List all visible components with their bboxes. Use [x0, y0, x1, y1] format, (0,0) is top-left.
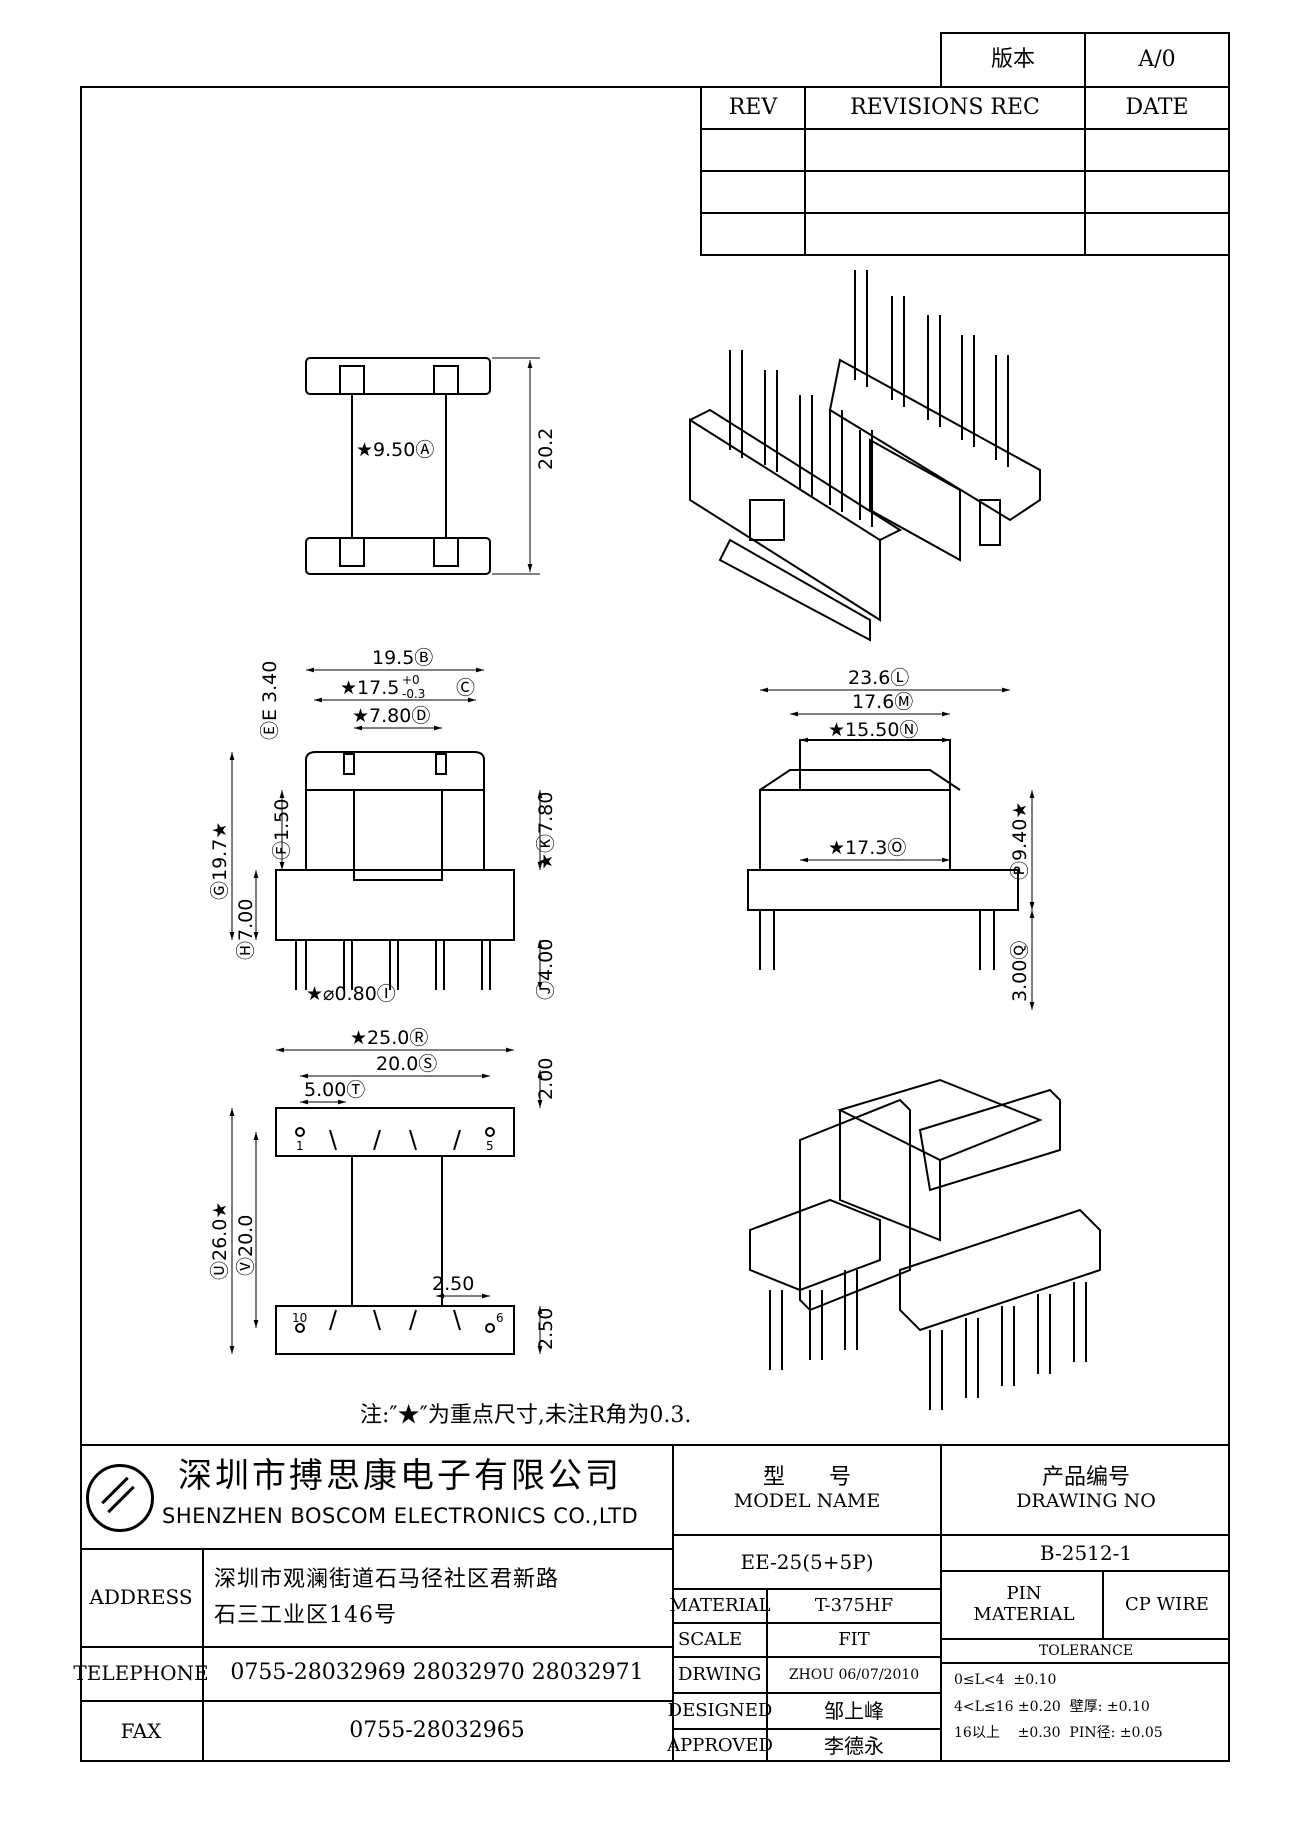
dim-2-00: 2.00 [535, 1058, 557, 1100]
dim-a: ★9.50Ⓐ [356, 439, 434, 461]
dim-l: 23.6Ⓛ [848, 667, 909, 689]
pin-5-label: 5 [486, 1139, 494, 1153]
front-view [229, 667, 543, 990]
dim-s: 20.0Ⓢ [376, 1053, 437, 1075]
pin-10-label: 10 [292, 1311, 307, 1325]
rev-header: REV [702, 88, 806, 130]
dim-i: ★⌀0.80Ⓘ [306, 983, 396, 1005]
dim-t: 5.00Ⓣ [304, 1079, 365, 1101]
material-label: MATERIAL [669, 1594, 771, 1616]
revisions-rec-header: REVISIONS REC [806, 88, 1086, 130]
date-header: DATE [1086, 88, 1228, 130]
approved-label: APPROVED [667, 1734, 773, 1756]
version-value: A/0 [1138, 47, 1176, 73]
dim-j: Ⓙ4.00 [535, 939, 557, 1000]
company-name-en: SHENZHEN BOSCOM ELECTRONICS CO.,LTD [162, 1504, 639, 1528]
address-line2: 石三工业区146号 [214, 1603, 397, 1628]
company-name-cn: 深圳市搏思康电子有限公司 [178, 1456, 622, 1496]
pin-1-label: 1 [296, 1139, 304, 1153]
tolerance-label: TOLERANCE [1038, 1642, 1134, 1659]
drawing-no-label: 产品编号 DRAWING NO [942, 1444, 1230, 1534]
drwing-label: DRWING [678, 1663, 762, 1685]
company-logo [86, 1464, 154, 1532]
dim-h: Ⓗ7.00 [235, 899, 257, 960]
dim-d: ★7.80Ⓓ [352, 705, 430, 727]
designed-value: 邹上峰 [824, 1698, 884, 1723]
dim-e: ⒺE 3.40 [259, 661, 281, 740]
model-label-cn: 型 号 [762, 1465, 851, 1491]
dim-c: ★17.5 [340, 677, 399, 699]
address-label: ADDRESS [89, 1584, 193, 1609]
revision-rows [702, 130, 1228, 254]
dim-n: ★15.50Ⓝ [828, 719, 918, 741]
dim-g: Ⓖ19.7★ [209, 822, 231, 900]
dim-c-tol-up: +0 [402, 673, 420, 687]
pin-material-value: CP WIRE [1125, 1593, 1209, 1615]
side-view [747, 687, 1035, 1010]
model-value: EE-25(5+5P) [740, 1549, 874, 1574]
dim-v: Ⓥ20.0 [235, 1215, 257, 1276]
material-value: T-375HF [814, 1594, 894, 1616]
pin-material-label: PIN MATERIAL [973, 1583, 1075, 1625]
title-block: 深圳市搏思康电子有限公司 SHENZHEN BOSCOM ELECTRONICS… [73, 1444, 1230, 1762]
fax-label: FAX [120, 1718, 162, 1743]
revision-table: REV REVISIONS REC DATE [700, 86, 1230, 256]
dim-u: Ⓤ26.0★ [209, 1202, 231, 1280]
drawing-no-label-cn: 产品编号 [1041, 1465, 1130, 1491]
telephone-value: 0755-28032969 28032970 28032971 [230, 1660, 644, 1686]
bottom-view [229, 1047, 543, 1355]
dim-p: Ⓟ9.40★ [1009, 802, 1031, 880]
dim-2-50-h: 2.50 [432, 1273, 474, 1295]
model-label: 型 号 MODEL NAME [674, 1444, 940, 1534]
drawing-frame [80, 86, 1230, 1762]
top-view [305, 357, 540, 575]
dim-r: ★25.0Ⓡ [350, 1027, 428, 1049]
fax-value: 0755-28032965 [349, 1718, 525, 1744]
tolerance-line-1: 0≤L<4 ±0.10 [954, 1672, 1057, 1688]
drawing-note: 注:″★″为重点尺寸,未注R角为0.3. [360, 1403, 692, 1428]
dim-c-mark: Ⓒ [456, 677, 475, 699]
iso-view-top [689, 270, 1041, 642]
tolerance-line-3: 16以上 ±0.30 PIN径: ±0.05 [954, 1725, 1163, 1741]
scale-label: SCALE [678, 1628, 743, 1650]
pin-6-label: 6 [496, 1311, 504, 1325]
address-line1: 深圳市观澜街道石马径社区君新路 [214, 1567, 560, 1592]
dim-q: 3.00Ⓠ [1009, 941, 1031, 1002]
technical-drawing: ★9.50Ⓐ 20.2 19.5Ⓑ ★17.5 +0 -0.3 Ⓒ ★7.80Ⓓ… [209, 270, 1101, 1410]
dim-b: 19.5Ⓑ [372, 647, 433, 669]
dim-c-tol-down: -0.3 [402, 687, 425, 701]
dim-2-50-v: 2.50 [535, 1308, 557, 1350]
version-label: 版本 [942, 34, 1086, 86]
telephone-label: TELEPHONE [73, 1660, 209, 1685]
dim-f: Ⓕ1.50 [271, 799, 293, 860]
scale-value: FIT [838, 1628, 870, 1650]
dim-m: 17.6Ⓜ [852, 691, 913, 713]
model-label-en: MODEL NAME [733, 1489, 881, 1512]
approved-value: 李德永 [824, 1733, 884, 1758]
drwing-value: ZHOU 06/07/2010 [788, 1666, 920, 1683]
dim-20-2: 20.2 [535, 428, 557, 470]
drawing-no-label-en: DRAWING NO [1016, 1489, 1156, 1512]
designed-label: DESIGNED [667, 1699, 773, 1721]
tolerance-line-2: 4<L≤16 ±0.20 壁厚: ±0.10 [954, 1699, 1150, 1715]
iso-view-bottom [749, 1078, 1101, 1410]
dim-k: ★Ⓚ7.80 [535, 792, 557, 870]
dim-o: ★17.3Ⓞ [828, 837, 906, 859]
drawing-no-value: B-2512-1 [1039, 1540, 1133, 1565]
